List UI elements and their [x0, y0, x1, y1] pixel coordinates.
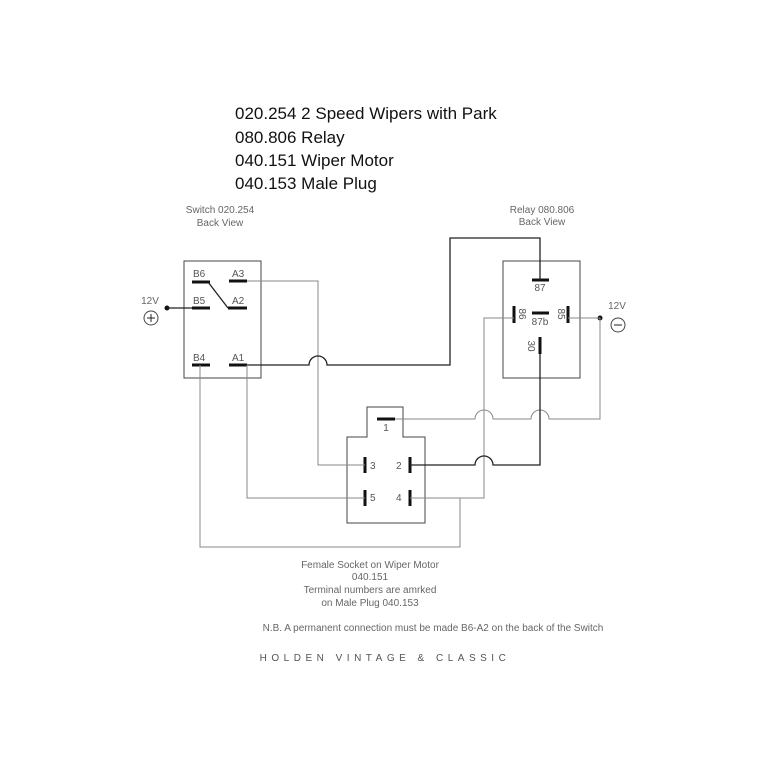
note-line: on Male Plug 040.153 [321, 598, 419, 609]
relay-label: Relay 080.806 [510, 205, 575, 216]
terminal-a1-label: A1 [232, 353, 245, 364]
terminal-87b-label: 87b [532, 317, 549, 328]
note-line: Terminal numbers are amrked [304, 585, 437, 596]
positive-supply: 12V [141, 296, 192, 326]
wire-a1-to-5 [246, 365, 365, 499]
switch-sublabel: Back View [197, 218, 244, 229]
switch: Switch 020.254 Back View B6 A3 B5 A2 B4 … [183, 205, 262, 379]
title-block: 020.254 2 Speed Wipers with Park 080.806… [235, 104, 497, 193]
terminal-2-label: 2 [396, 461, 402, 472]
note-line: 040.151 [352, 572, 389, 583]
permanent-connection-note: N.B. A permanent connection must be made… [263, 623, 604, 634]
brand-footer: HOLDEN VINTAGE & CLASSIC [260, 653, 511, 664]
plus-icon [143, 310, 159, 326]
terminal-86-label: 86 [516, 308, 527, 320]
relay: Relay 080.806 Back View 87 86 87b 85 30 [502, 205, 581, 379]
note-line: Female Socket on Wiper Motor [301, 560, 439, 571]
title-line: 040.151 Wiper Motor [235, 151, 394, 170]
relay-sublabel: Back View [519, 217, 566, 228]
terminal-b4-label: B4 [193, 353, 206, 364]
wire-a3-to-3 [247, 280, 365, 466]
terminal-3-label: 3 [370, 461, 376, 472]
switch-label: Switch 020.254 [186, 205, 255, 216]
wire-2-to-30 [410, 354, 541, 466]
title-line: 020.254 2 Speed Wipers with Park [235, 104, 497, 123]
wire-1-to-85 [395, 317, 601, 420]
link-b6-a2 [207, 281, 229, 309]
terminal-85-label: 85 [555, 308, 566, 320]
title-line: 080.806 Relay [235, 128, 345, 147]
terminal-b6-label: B6 [193, 269, 206, 280]
wire-b4-to-4 [199, 365, 461, 548]
wire-4-to-86 [410, 317, 514, 499]
terminal-b5-label: B5 [193, 296, 206, 307]
plug-notes: Female Socket on Wiper Motor 040.151 Ter… [301, 560, 439, 609]
negative-supply: 12V [597, 301, 626, 333]
wires [199, 237, 601, 548]
title-line: 040.153 Male Plug [235, 174, 377, 193]
terminal-30-label: 30 [525, 340, 536, 352]
wire-a1-to-87 [247, 237, 541, 366]
terminal-87-label: 87 [534, 283, 546, 294]
terminal-1-label: 1 [383, 423, 389, 434]
negative-label: 12V [608, 301, 626, 312]
relay-body [502, 260, 581, 379]
terminal-4-label: 4 [396, 493, 402, 504]
switch-body [183, 260, 262, 379]
minus-icon [610, 317, 626, 333]
terminal-5-label: 5 [370, 493, 376, 504]
terminal-a2-label: A2 [232, 296, 245, 307]
terminal-a3-label: A3 [232, 269, 245, 280]
plug-body [346, 406, 426, 524]
positive-label: 12V [141, 296, 159, 307]
